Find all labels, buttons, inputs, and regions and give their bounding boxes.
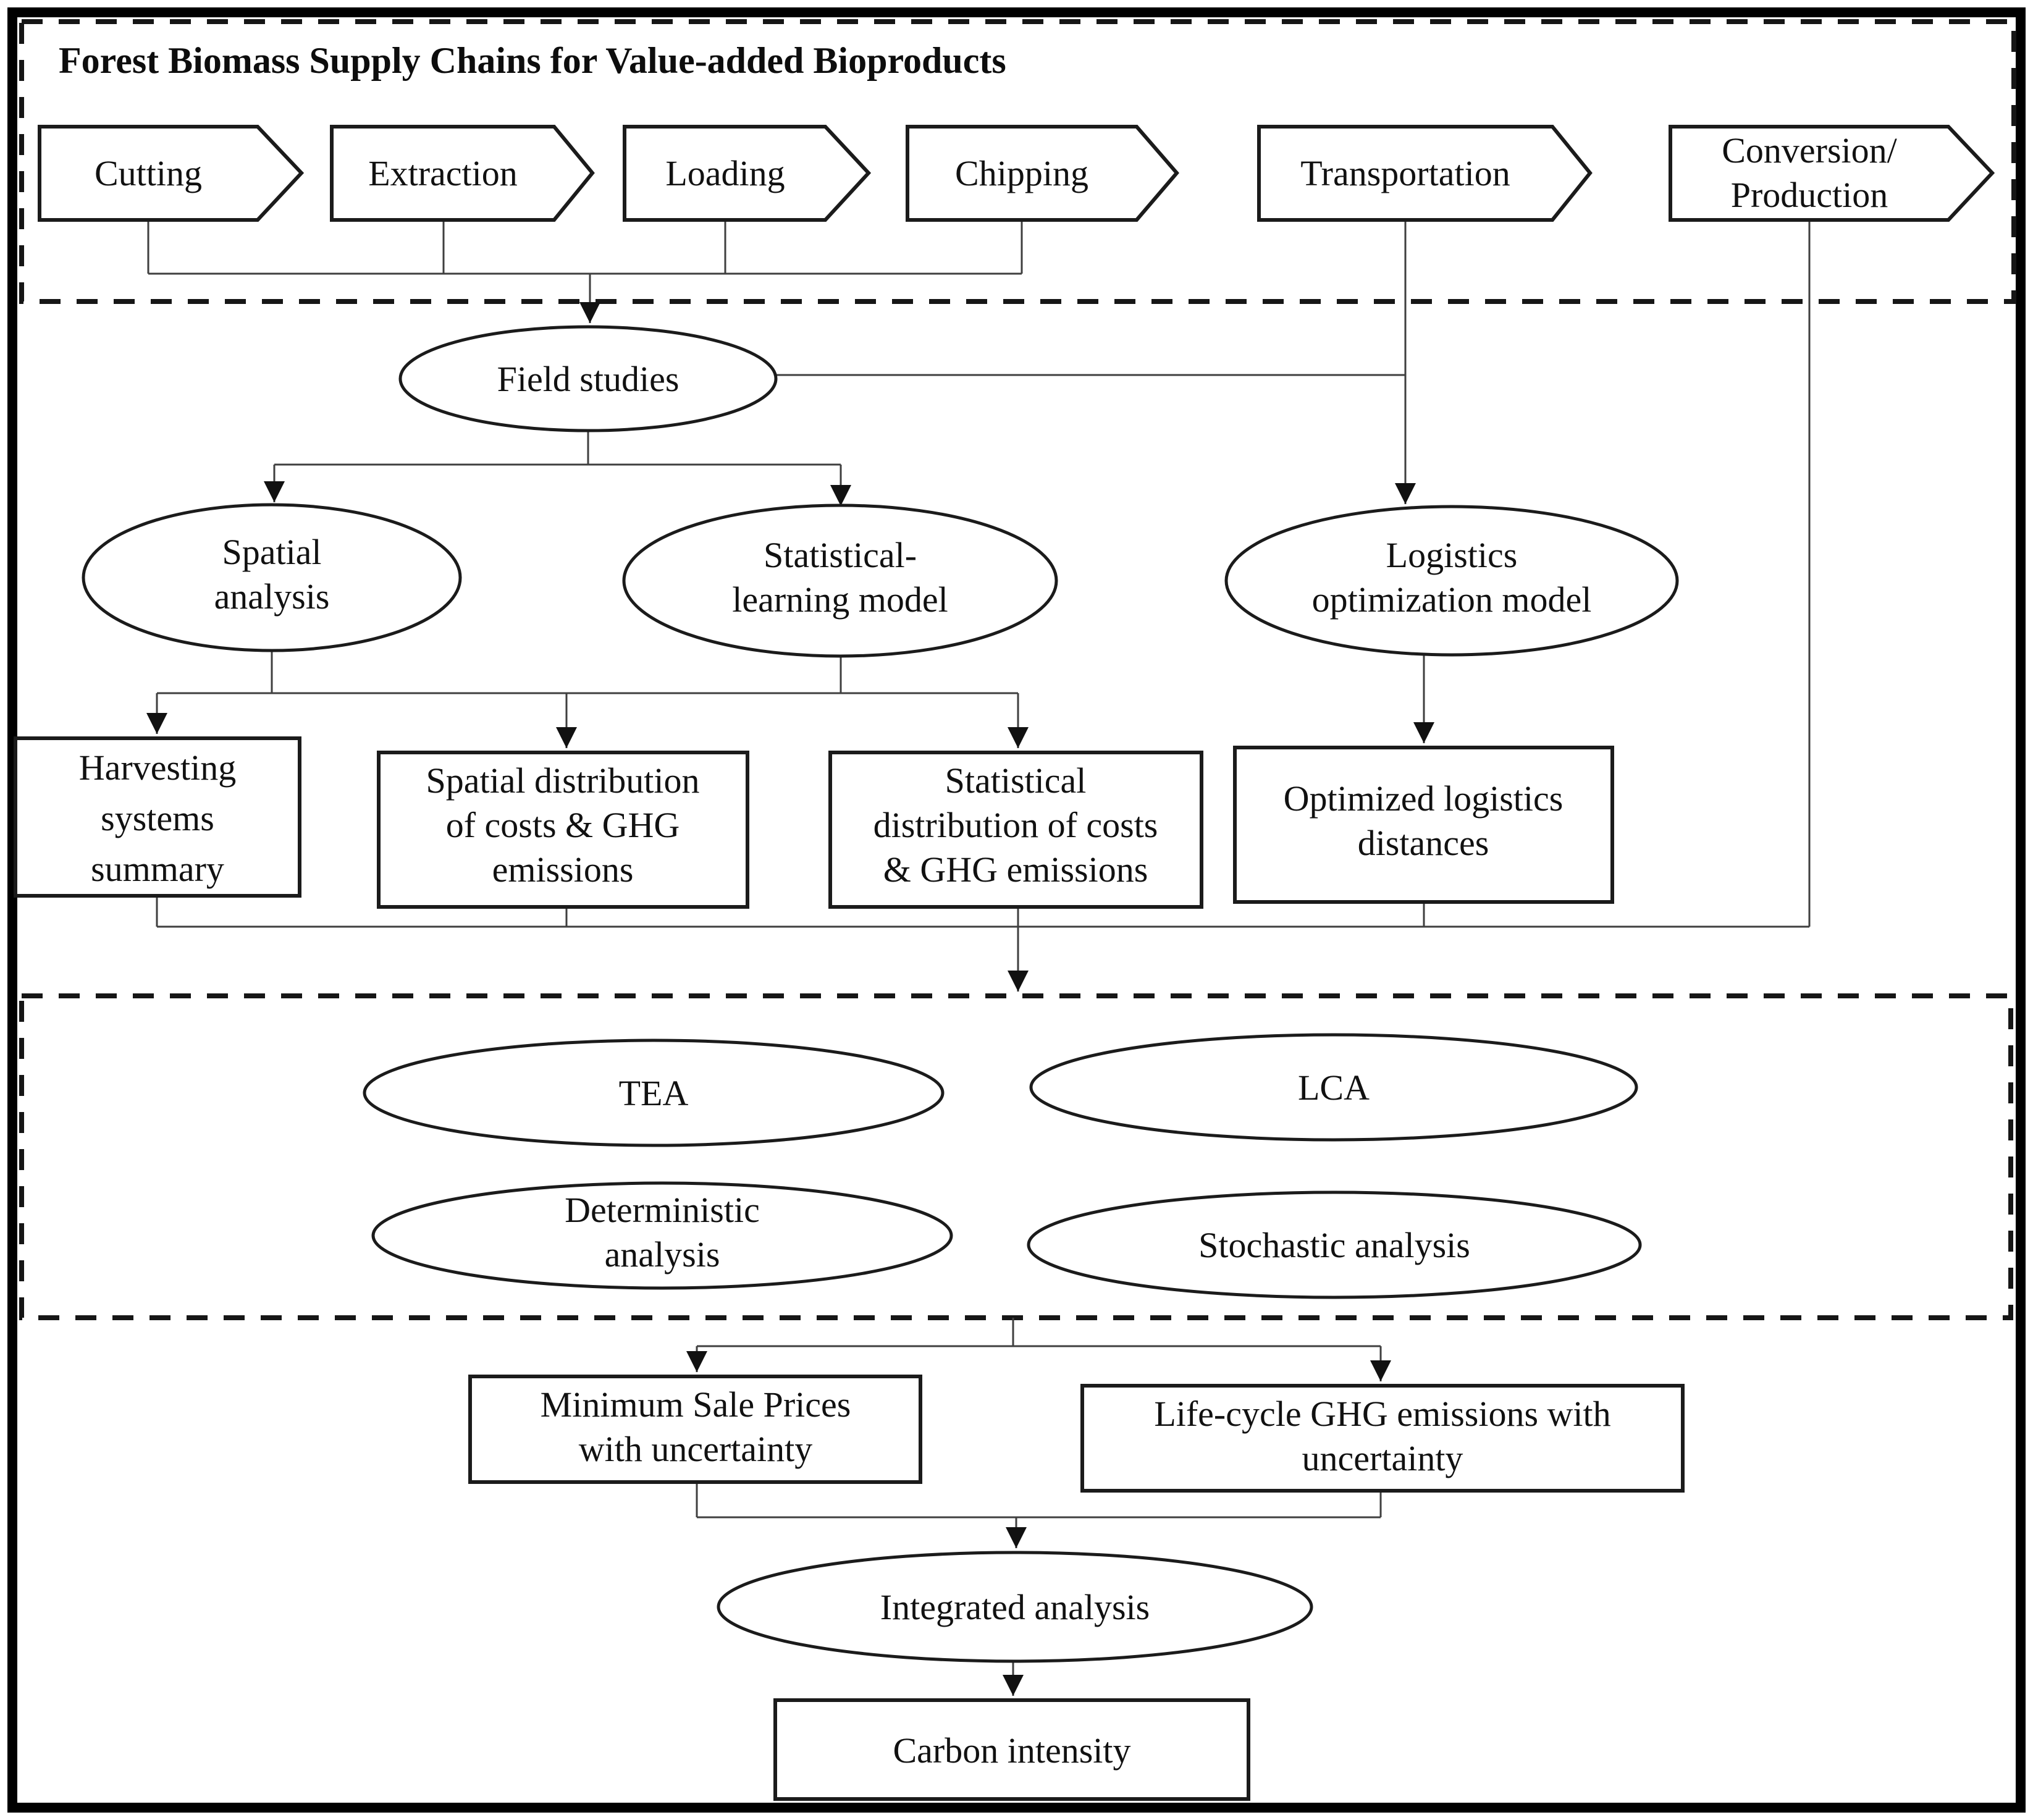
carbon-intensity-label: Carbon intensity — [893, 1730, 1130, 1771]
box-statistical-distribution — [828, 751, 1203, 909]
ellipse-statistical-learning — [622, 503, 1058, 658]
box-optimized-logistics — [1233, 746, 1614, 904]
optimized-logistics-label-2: distances — [1358, 823, 1489, 863]
deterministic-label-1: Deterministic — [565, 1190, 760, 1230]
ellipse-tea — [363, 1038, 945, 1147]
chevron-conversion-production — [1669, 125, 1995, 222]
statistical-distribution-label-3: & GHG emissions — [883, 849, 1148, 890]
ghg-label-2: uncertainty — [1302, 1438, 1463, 1478]
harvesting-label-1: Harvesting — [79, 748, 237, 788]
chevron-conversion-label-1: Conversion/ — [1722, 130, 1897, 171]
statistical-learning-label-2: learning model — [732, 579, 948, 620]
supply-chain-section-border — [19, 19, 2016, 304]
tea-lca-ellipses: TEA LCA Deterministic analysis Stochasti… — [363, 1033, 1642, 1299]
box-spatial-distribution — [377, 751, 749, 909]
msp-label-1: Minimum Sale Prices — [541, 1384, 851, 1425]
chevron-loading — [623, 125, 872, 222]
process-chevrons: Cutting Extraction Loading Chipping Tran… — [38, 125, 1995, 222]
diagram-title: Forest Biomass Supply Chains for Value-a… — [59, 40, 1006, 81]
ellipse-logistics-optimization — [1224, 505, 1679, 657]
spatial-distribution-label-1: Spatial distribution — [426, 760, 699, 801]
result-boxes: Harvesting systems summary Spatial distr… — [14, 736, 1614, 909]
statistical-distribution-label-2: distribution of costs — [873, 805, 1158, 845]
integrated-analysis-label: Integrated analysis — [880, 1587, 1150, 1627]
chevron-chipping — [906, 125, 1179, 222]
statistical-learning-label-1: Statistical- — [764, 535, 917, 575]
tea-lca-section-border — [19, 993, 2013, 1320]
box-carbon-intensity — [773, 1698, 1250, 1801]
spatial-distribution-label-3: emissions — [492, 849, 634, 890]
box-lifecycle-ghg — [1080, 1384, 1685, 1493]
tea-label: TEA — [619, 1073, 689, 1113]
ellipse-field-studies — [398, 325, 778, 432]
ellipse-integrated-analysis — [717, 1551, 1313, 1663]
chevron-loading-label: Loading — [665, 153, 785, 193]
spatial-analysis-label-1: Spatial — [222, 532, 321, 572]
harvesting-label-2: systems — [101, 798, 214, 838]
page-border — [7, 7, 2026, 1813]
chevron-extraction-label: Extraction — [368, 153, 518, 193]
box-harvesting-summary — [14, 736, 301, 898]
optimized-logistics-label-1: Optimized logistics — [1284, 778, 1564, 819]
stochastic-label: Stochastic analysis — [1198, 1225, 1470, 1265]
model-ellipses: Field studies Spatial analysis Statistic… — [82, 325, 1679, 658]
ellipse-deterministic — [371, 1181, 953, 1290]
ghg-label-1: Life-cycle GHG emissions with — [1154, 1394, 1610, 1434]
chevron-conversion-label-2: Production — [1731, 175, 1888, 215]
output-nodes: Minimum Sale Prices with uncertainty Lif… — [468, 1375, 1685, 1801]
box-minimum-sale-prices — [468, 1375, 922, 1484]
field-studies-label: Field studies — [497, 359, 680, 399]
chevron-transportation-label: Transportation — [1300, 153, 1510, 193]
ellipse-stochastic — [1027, 1190, 1642, 1299]
msp-label-2: with uncertainty — [579, 1429, 813, 1469]
ellipse-lca — [1029, 1033, 1638, 1142]
lca-label: LCA — [1298, 1068, 1370, 1108]
spatial-analysis-label-2: analysis — [214, 576, 330, 617]
chevron-transportation — [1257, 125, 1593, 222]
deterministic-label-2: analysis — [605, 1234, 720, 1274]
chevron-cutting — [38, 125, 305, 222]
spatial-distribution-label-2: of costs & GHG — [446, 805, 680, 845]
logistics-optimization-label-1: Logistics — [1386, 535, 1518, 575]
logistics-optimization-label-2: optimization model — [1312, 579, 1592, 620]
chevron-extraction — [330, 125, 595, 222]
statistical-distribution-label-1: Statistical — [945, 760, 1087, 801]
chevron-chipping-label: Chipping — [955, 153, 1088, 193]
chevron-cutting-label: Cutting — [95, 153, 202, 193]
ellipse-spatial-analysis — [82, 503, 462, 652]
harvesting-label-3: summary — [91, 849, 224, 889]
connector-lines — [146, 220, 1811, 1696]
